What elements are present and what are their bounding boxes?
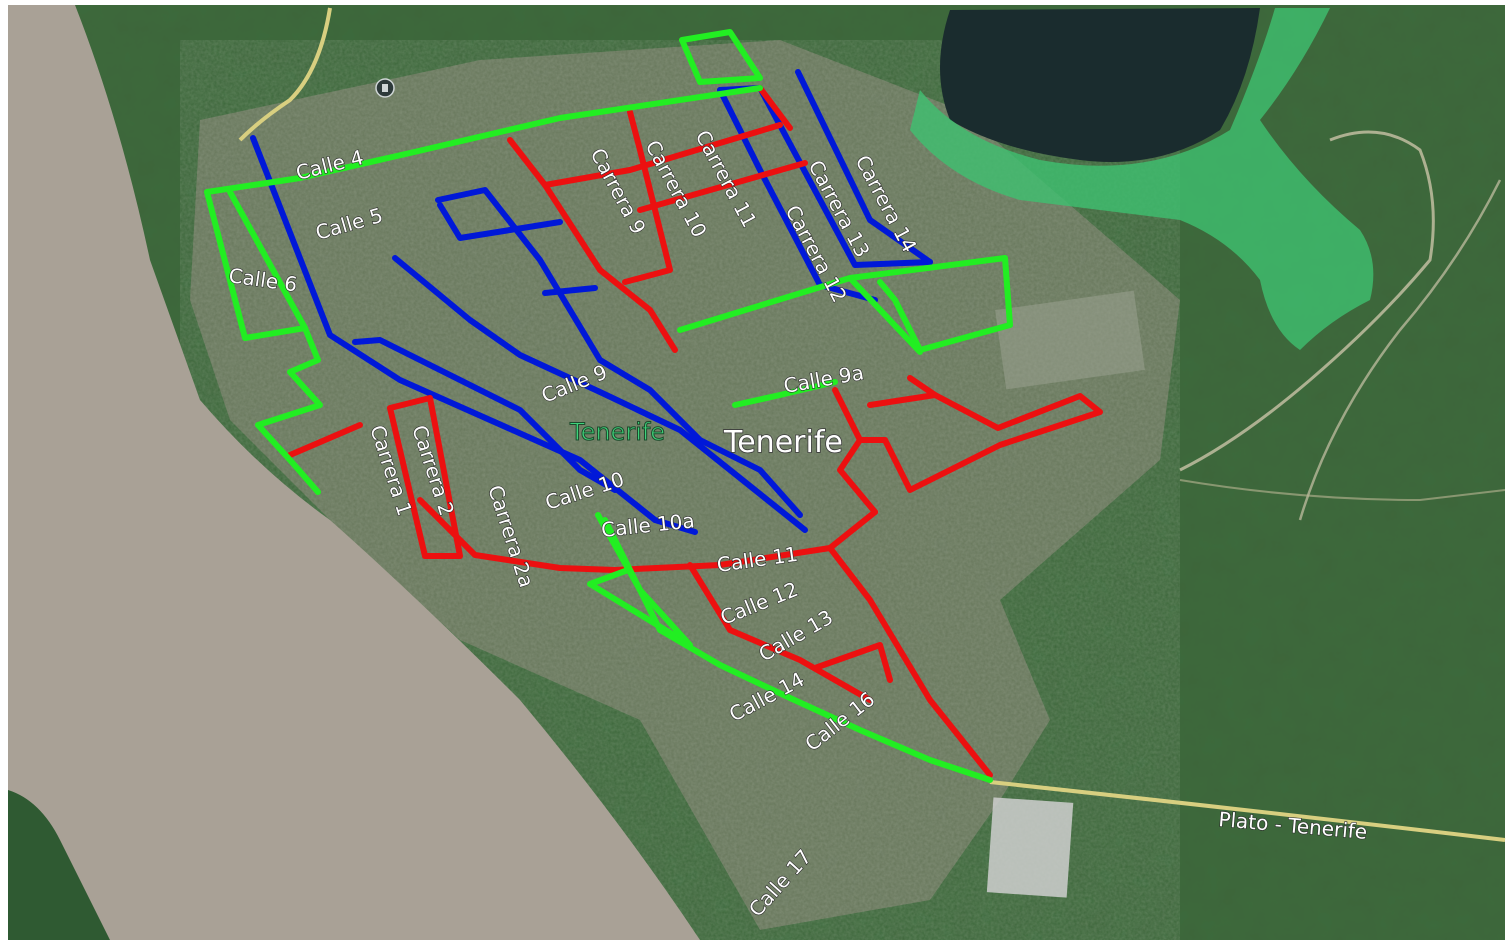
route-green[interactable] — [679, 29, 763, 85]
route-green[interactable] — [602, 517, 993, 783]
lagoon-water — [940, 8, 1260, 162]
town-label-overlay: Tenerife — [569, 418, 665, 446]
wetland-area — [910, 8, 1374, 350]
route-blue[interactable] — [717, 87, 878, 303]
route-red[interactable] — [637, 160, 808, 213]
route-red[interactable] — [387, 395, 463, 559]
route-blue[interactable] — [392, 255, 808, 533]
route-green[interactable] — [204, 189, 308, 341]
route-red[interactable] — [507, 137, 678, 353]
route-blue[interactable] — [435, 187, 803, 518]
main-road — [238, 7, 332, 142]
route-red[interactable] — [287, 422, 363, 458]
dirt-track — [1298, 179, 1502, 521]
dirt-track — [1179, 479, 1506, 502]
housing-block — [995, 290, 1145, 390]
housing-block — [986, 797, 1074, 898]
route-red[interactable] — [542, 122, 783, 188]
route-green[interactable] — [847, 275, 923, 355]
route-red[interactable] — [857, 392, 1103, 493]
red-routes — [287, 85, 1103, 778]
route-blue[interactable] — [352, 337, 618, 493]
route-green[interactable] — [255, 325, 323, 495]
dirt-track — [1179, 130, 1435, 472]
route-blue[interactable] — [795, 69, 933, 265]
main-road — [989, 780, 1506, 842]
route-red[interactable] — [622, 109, 673, 285]
town-label: Tenerife — [723, 425, 843, 460]
green-routes — [204, 29, 1013, 783]
route-blue[interactable] — [437, 202, 563, 241]
map-pin-icon[interactable] — [375, 78, 395, 98]
route-red[interactable] — [757, 85, 793, 131]
route-red[interactable] — [687, 562, 873, 703]
route-blue[interactable] — [542, 285, 598, 296]
route-red[interactable] — [827, 545, 993, 778]
route-blue[interactable] — [250, 135, 698, 535]
route-red[interactable] — [832, 387, 878, 515]
route-green[interactable] — [732, 379, 838, 408]
river-water — [8, 5, 700, 940]
route-green[interactable] — [204, 85, 763, 195]
river-bank-vegetation — [8, 790, 110, 940]
route-red[interactable] — [907, 375, 938, 398]
route-red[interactable] — [812, 642, 893, 683]
